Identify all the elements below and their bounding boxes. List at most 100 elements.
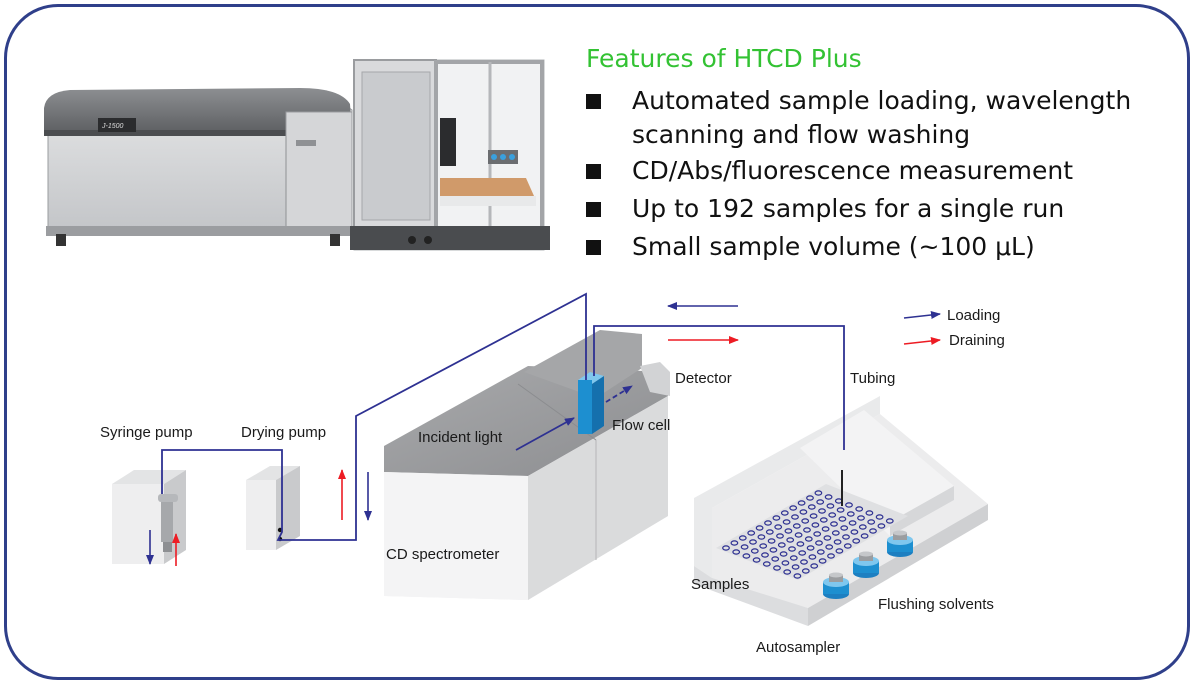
sample-well xyxy=(801,518,810,524)
flushing-solvent-bottles xyxy=(823,530,913,599)
sample-well xyxy=(798,550,807,556)
sample-wells xyxy=(722,490,894,579)
sample-well xyxy=(814,490,823,496)
sample-well xyxy=(777,542,786,548)
sample-well xyxy=(762,561,771,567)
sample-well xyxy=(843,543,852,549)
features-title: Features of HTCD Plus xyxy=(586,44,862,73)
sample-well xyxy=(813,531,822,537)
flow-cell xyxy=(578,372,604,434)
sample-well xyxy=(789,555,798,561)
bullet-square-icon xyxy=(586,202,601,217)
label-incident-light: Incident light xyxy=(418,429,503,446)
label-syringe-pump: Syringe pump xyxy=(100,424,193,441)
sample-well xyxy=(836,507,845,513)
bullet-square-icon xyxy=(586,240,601,255)
sample-well xyxy=(831,530,840,536)
sample-well xyxy=(826,503,835,509)
sample-well xyxy=(772,515,781,521)
sample-well xyxy=(810,563,819,569)
sample-well xyxy=(804,536,813,542)
sample-well xyxy=(818,508,826,514)
sample-well xyxy=(815,540,823,546)
solvent-bottle xyxy=(853,551,879,578)
label-drying-pump: Drying pump xyxy=(241,424,326,441)
syringe-pump xyxy=(112,470,186,566)
sample-well xyxy=(776,533,784,539)
sample-well xyxy=(730,540,739,546)
sample-well xyxy=(840,525,849,531)
sample-well xyxy=(789,505,798,511)
label-detector: Detector xyxy=(675,370,732,387)
sample-well xyxy=(865,510,874,516)
sample-well xyxy=(850,529,859,535)
sample-well xyxy=(780,510,789,516)
product-photo: J-1500 xyxy=(44,59,550,251)
sample-well xyxy=(782,519,791,525)
detected-light-arrow xyxy=(605,385,633,403)
sample-well xyxy=(767,538,776,544)
sample-well xyxy=(732,549,741,555)
sample-well xyxy=(827,553,835,559)
sample-well xyxy=(800,559,808,565)
sample-well xyxy=(781,560,790,566)
sample-well xyxy=(819,517,828,523)
sample-well xyxy=(857,515,865,521)
sample-well xyxy=(791,564,800,570)
autosampler xyxy=(694,396,988,626)
sample-well xyxy=(742,553,751,559)
bullet-square-icon xyxy=(586,94,601,109)
sample-well xyxy=(818,558,827,564)
sample-well xyxy=(833,539,842,545)
sample-well xyxy=(765,529,774,535)
sample-well xyxy=(806,495,814,501)
sample-well xyxy=(825,544,834,550)
sample-well xyxy=(788,546,796,552)
sample-well xyxy=(759,543,768,549)
sample-well xyxy=(740,544,749,550)
sample-well xyxy=(761,552,769,558)
sample-well xyxy=(757,534,766,540)
sample-well xyxy=(824,494,833,500)
feature-text: Small sample volume (~100 μL) xyxy=(632,232,1035,261)
label-samples: Samples xyxy=(691,576,749,593)
solvent-bottle xyxy=(887,530,913,557)
feature-text: Up to 192 samples for a single run xyxy=(632,194,1065,223)
incident-light-arrow xyxy=(515,417,575,451)
sample-well xyxy=(797,500,806,506)
feature-text: CD/Abs/fluorescence measurement xyxy=(632,156,1074,185)
sample-well xyxy=(848,520,857,526)
sample-well xyxy=(801,568,810,574)
sample-well xyxy=(885,518,894,524)
sample-well xyxy=(845,502,853,508)
sample-well xyxy=(877,523,886,529)
sample-well xyxy=(750,548,759,554)
sample-well xyxy=(806,545,815,551)
sample-well xyxy=(793,573,802,579)
sample-well xyxy=(764,520,772,526)
sample-well xyxy=(752,557,761,563)
sample-well xyxy=(738,535,747,541)
sample-well xyxy=(747,530,756,536)
sample-well xyxy=(860,533,869,539)
sample-well xyxy=(867,519,876,525)
sample-well xyxy=(842,534,850,540)
legend-loading-label: Loading xyxy=(947,307,1000,324)
sample-well xyxy=(794,532,803,538)
sample-well xyxy=(807,504,816,510)
sample-well xyxy=(779,551,788,557)
sample-well xyxy=(799,509,808,515)
label-autosampler: Autosampler xyxy=(756,639,840,656)
drying-pump xyxy=(246,466,300,550)
sample-well xyxy=(755,525,764,531)
sample-well xyxy=(869,528,877,534)
sample-well xyxy=(791,514,799,520)
label-flushing-solvents: Flushing solvents xyxy=(878,596,994,613)
sample-well xyxy=(828,512,837,518)
sample-well xyxy=(808,554,817,560)
label-cd-spectrometer: CD spectrometer xyxy=(386,546,499,563)
legend-draining-arrow xyxy=(903,337,941,345)
sample-well xyxy=(846,511,855,517)
sample-well xyxy=(786,537,795,543)
